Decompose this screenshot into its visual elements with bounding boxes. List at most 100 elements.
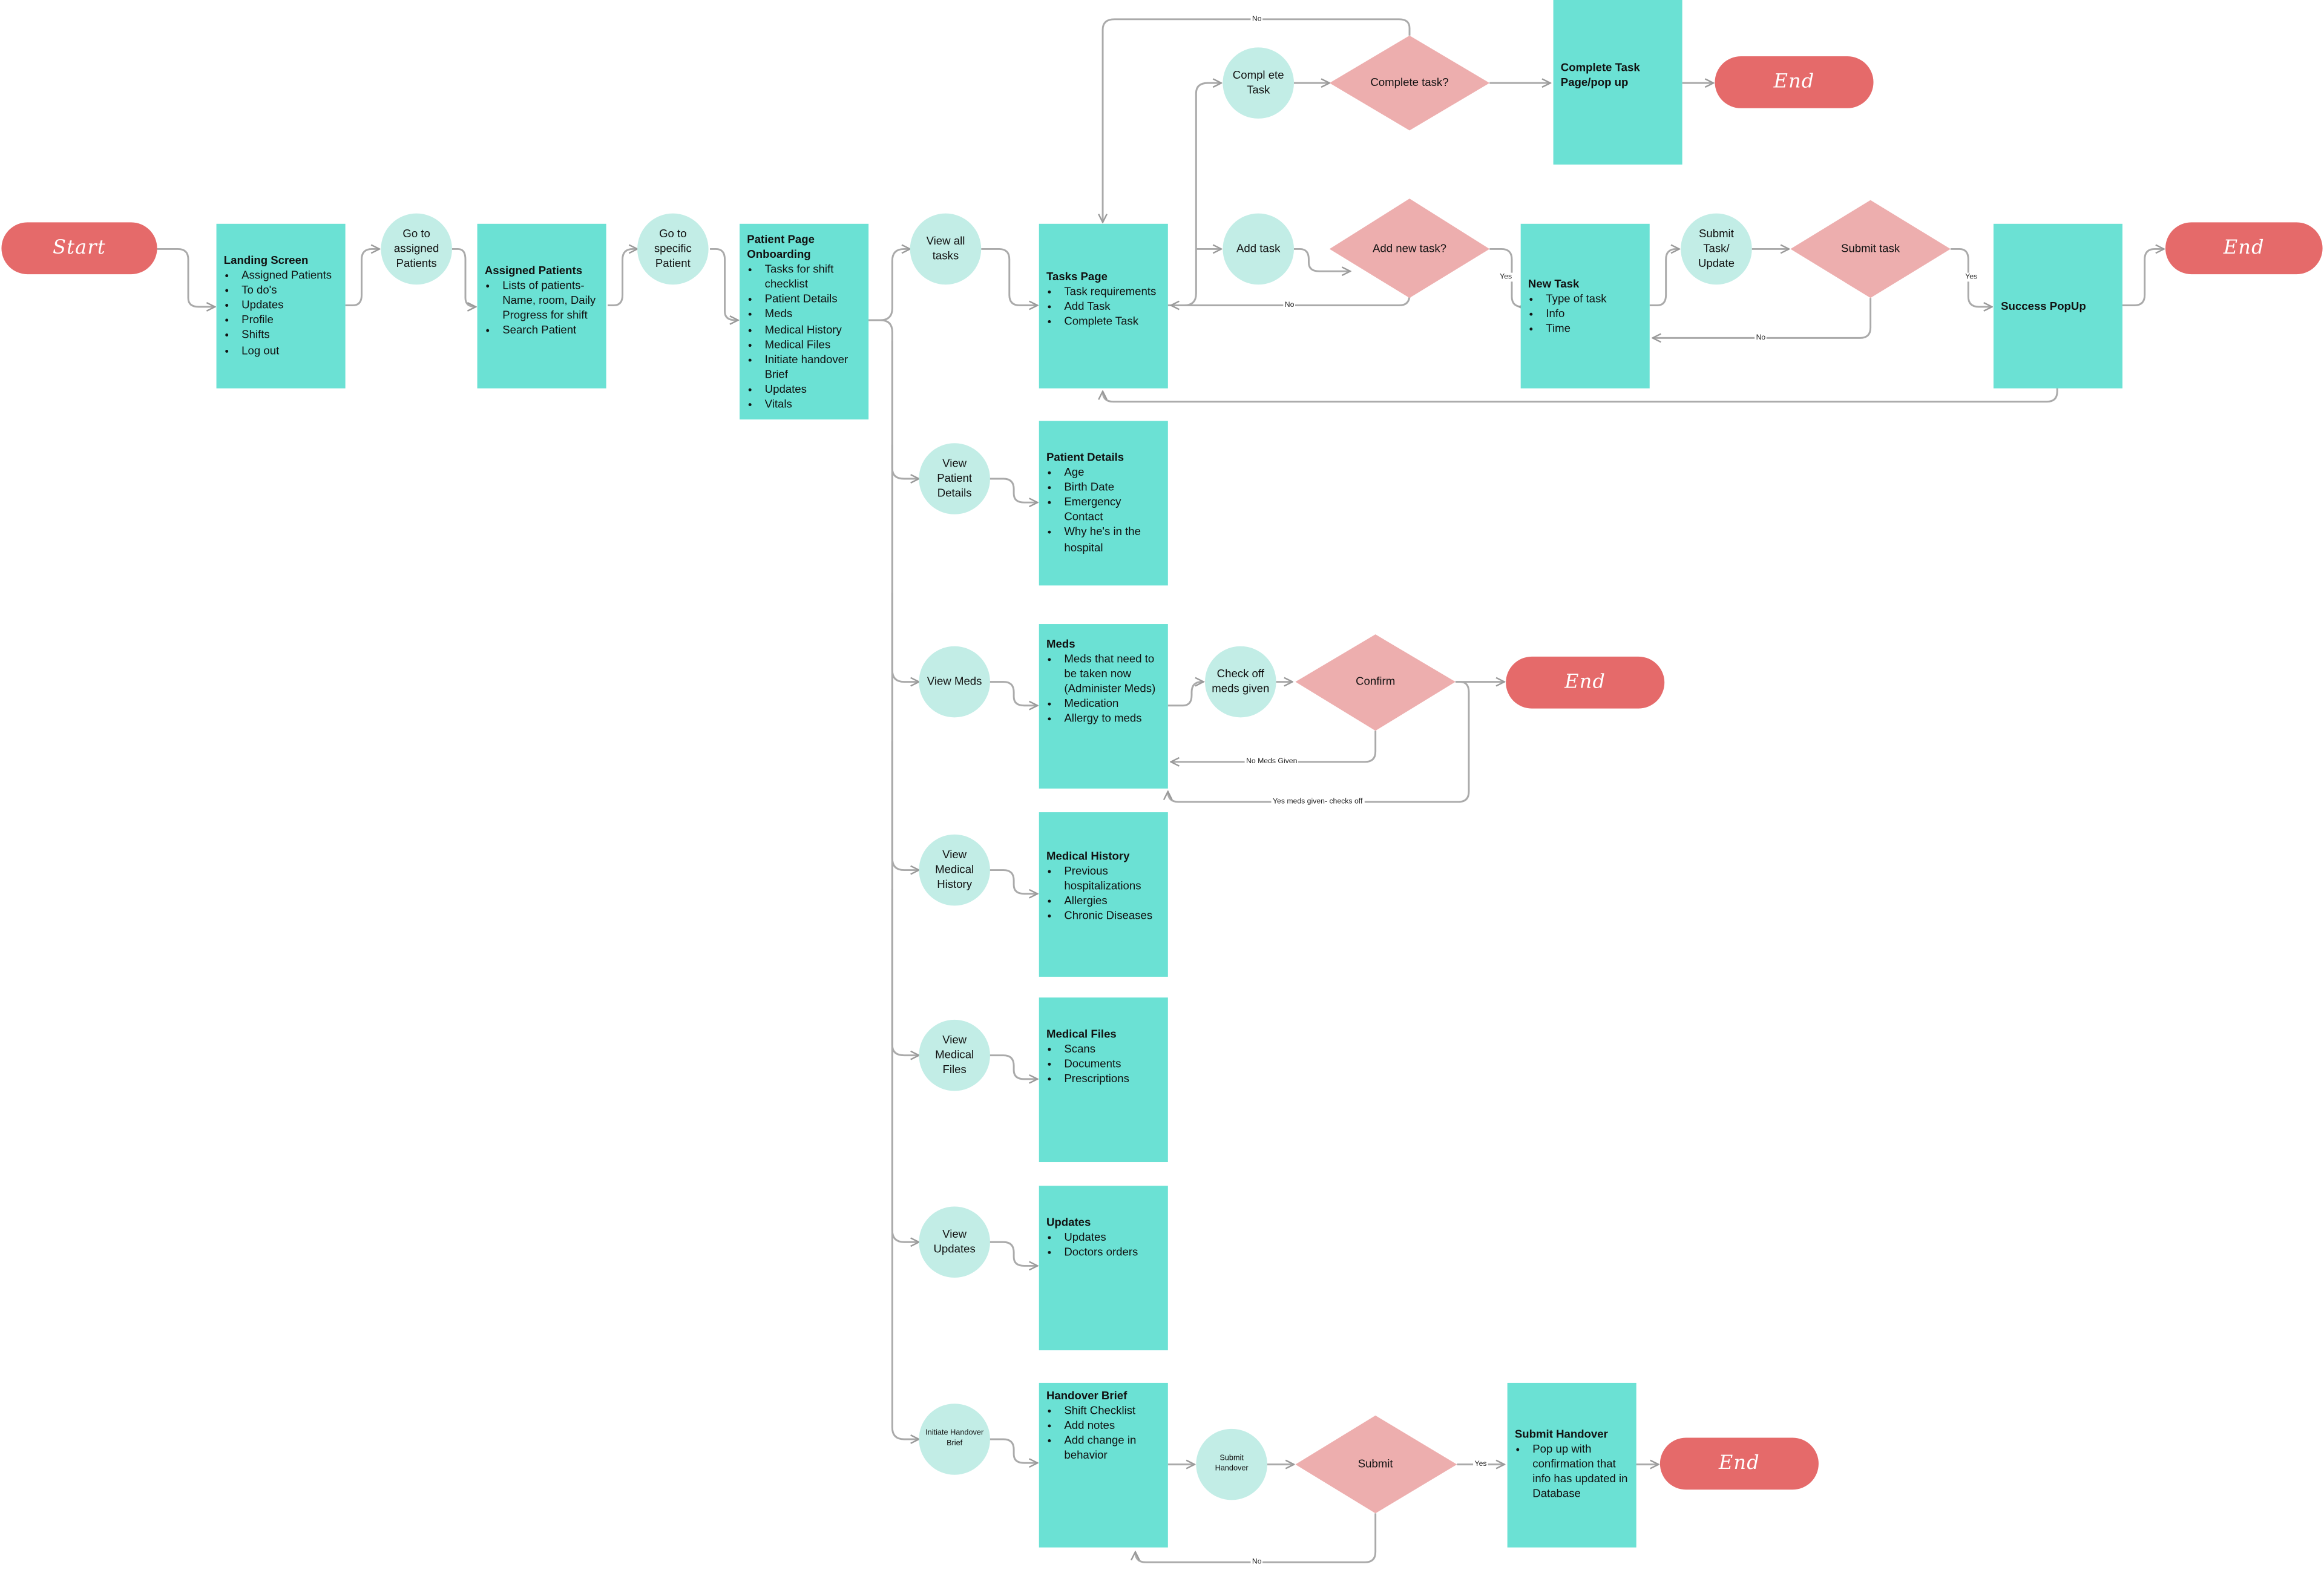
edge-addtask-decision <box>1293 248 1350 271</box>
screen-items: Assigned Patients To do's Updates Profil… <box>224 268 338 358</box>
screen-item: Vitals <box>765 397 861 412</box>
screen-item: Shifts <box>241 328 338 343</box>
screen-item: Updates <box>765 383 861 398</box>
screen-item: Documents <box>1064 1057 1160 1072</box>
screen-item: Medication <box>1064 697 1160 712</box>
edge-gospecific-patientpage <box>710 248 738 320</box>
screen-item: Meds that need to be taken now (Administ… <box>1064 652 1160 697</box>
decision-add-new-task: Add new task? <box>1373 241 1446 255</box>
screen-items: Pop up with confirmation that info has u… <box>1515 1442 1629 1502</box>
screen-item: Meds <box>765 307 861 323</box>
screen-patient-page: Patient Page Onboarding Tasks for shift … <box>740 223 869 420</box>
edge-goassigned-assigned <box>451 248 476 307</box>
screen-item: Age <box>1064 465 1160 481</box>
edge-label-yes: Yes <box>1498 272 1514 282</box>
edge-landing-goassigned <box>345 249 379 306</box>
screen-item: Add Task <box>1064 300 1160 315</box>
screen-handover-brief: Handover Brief Shift Checklist Add notes… <box>1039 1382 1168 1548</box>
edge-label-yes: Yes <box>1963 272 1979 282</box>
decision-confirm: Confirm <box>1356 674 1396 688</box>
decision-submit: Submit <box>1357 1457 1393 1471</box>
edge-success-back <box>1103 387 2058 403</box>
screen-title: Success PopUp <box>2001 299 2086 313</box>
screen-item: Type of task <box>1546 292 1642 307</box>
screen-title: Handover Brief <box>1046 1388 1128 1402</box>
screen-complete-task-page: Complete Task Page/pop up <box>1553 0 1682 165</box>
action-complete-task: Compl ete Task <box>1223 47 1294 119</box>
screen-items: Lists of patients- Name, room, Daily Pro… <box>485 279 599 339</box>
decision-add-new-task-shape <box>1329 199 1490 298</box>
edge-viewupdates-updatesbox <box>988 1241 1037 1266</box>
action-submit-task-update: Submit Task/ Update <box>1681 213 1752 285</box>
screen-item: Updates <box>1064 1230 1160 1246</box>
screen-item: Previous hospitalizations <box>1064 864 1160 894</box>
screen-item: Complete Task <box>1064 315 1160 330</box>
action-view-patient-details: View Patient Details <box>919 443 990 514</box>
decision-complete-task-shape <box>1329 35 1490 131</box>
start-terminal: Start <box>1 222 157 275</box>
edge-handoverdecision-no <box>1135 1513 1377 1563</box>
decision-complete-task: Complete task? <box>1370 75 1449 89</box>
action-go-to-specific-patient: Go to specific Patient <box>637 213 709 285</box>
screen-item: Add change in behavior <box>1064 1434 1160 1463</box>
screen-title: Assigned Patients <box>484 263 583 277</box>
end-terminal: End <box>2165 222 2323 275</box>
action-view-updates: View Updates <box>919 1206 990 1278</box>
screen-item: Task requirements <box>1064 284 1160 300</box>
screen-title: Patient Details <box>1046 450 1124 464</box>
screen-item: Pop up with confirmation that info has u… <box>1532 1442 1629 1502</box>
screen-item: Assigned Patients <box>241 268 338 283</box>
screen-title: New Task <box>1528 277 1580 291</box>
action-view-meds: View Meds <box>919 646 990 718</box>
action-view-all-tasks: View all tasks <box>910 213 982 285</box>
screen-items: Type of task Info Time <box>1528 292 1643 337</box>
screen-title: Tasks Page <box>1046 269 1108 283</box>
screen-items: Shift Checklist Add notes Add change in … <box>1046 1404 1161 1463</box>
edge-newtask-submit <box>1649 249 1679 306</box>
screen-items: Updates Doctors orders <box>1046 1230 1161 1260</box>
screen-title: Complete Task Page/pop up <box>1560 61 1640 90</box>
screen-landing: Landing Screen Assigned Patients To do's… <box>216 223 346 389</box>
edge-label-no: No <box>1283 301 1296 310</box>
screen-title: Meds <box>1046 637 1075 651</box>
screen-item: Log out <box>241 343 338 358</box>
edge-viewmeds-medsbox <box>988 681 1037 706</box>
screen-item: Initiate handover Brief <box>765 352 861 382</box>
edge-label-no-meds-given: No Meds Given <box>1244 757 1299 767</box>
screen-item: To do's <box>241 283 338 298</box>
screen-item: Medical History <box>765 323 861 338</box>
screen-item: Emergency Contact <box>1064 496 1160 525</box>
edge-viewhistory-historybox <box>988 869 1037 894</box>
action-add-task: Add task <box>1223 213 1294 285</box>
screen-item: Birth Date <box>1064 481 1160 496</box>
screen-item: Profile <box>241 314 338 329</box>
screen-item: Allergy to meds <box>1064 712 1160 727</box>
edge-viewdetails-detailsbox <box>988 478 1037 502</box>
edge-label-no: No <box>1250 15 1264 24</box>
screen-item: Shift Checklist <box>1064 1404 1160 1419</box>
decision-submit-task: Submit task <box>1841 241 1900 255</box>
screen-item: Time <box>1546 322 1642 337</box>
action-go-to-assigned-patients: Go to assigned Patients <box>381 213 452 285</box>
edge-confirm-yesmeds <box>1168 681 1470 803</box>
screen-medical-history: Medical History Previous hospitalization… <box>1039 812 1168 977</box>
screen-item: Prescriptions <box>1064 1072 1160 1087</box>
edge-start-landing <box>157 248 215 307</box>
screen-item: Medical Files <box>765 338 861 353</box>
screen-items: Task requirements Add Task Complete Task <box>1046 284 1161 329</box>
screen-item: Search Patient <box>502 324 599 339</box>
screen-item: Scans <box>1064 1042 1160 1057</box>
edge-viewfiles-filesbox <box>988 1054 1037 1079</box>
screen-item: Chronic Diseases <box>1064 909 1160 924</box>
screen-items: Previous hospitalizations Allergies Chro… <box>1046 864 1161 924</box>
edge-meds-checkoff <box>1167 682 1204 707</box>
end-terminal: End <box>1506 656 1665 709</box>
screen-item: Tasks for shift checklist <box>765 263 861 292</box>
screen-item: Updates <box>241 298 338 314</box>
screen-item: Add notes <box>1064 1419 1160 1434</box>
screen-item: Allergies <box>1064 894 1160 909</box>
action-view-medical-files: View Medical Files <box>919 1019 990 1091</box>
end-terminal: End <box>1659 1437 1819 1490</box>
decision-submit-shape <box>1295 1415 1457 1514</box>
